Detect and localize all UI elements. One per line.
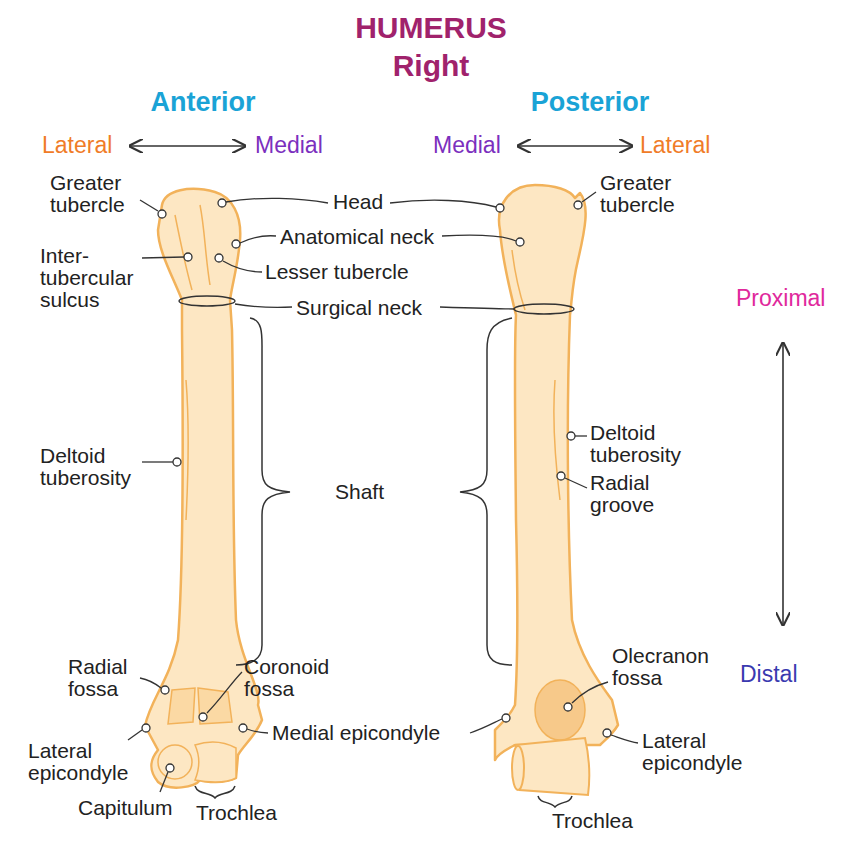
part-label: Lateral epicondyle: [642, 730, 742, 774]
leader-line: [390, 200, 496, 207]
leader-line: [140, 200, 158, 211]
trochlea-bracket: [538, 796, 572, 807]
leader-dot: [557, 472, 565, 480]
part-label: Greater tubercle: [50, 172, 125, 216]
leader-dot: [516, 238, 524, 246]
leader-dot: [161, 686, 169, 694]
direction-label: Proximal: [736, 286, 825, 310]
leader-line: [247, 729, 268, 733]
part-label: Medial epicondyle: [272, 722, 440, 744]
capitulum-shape: [158, 745, 192, 779]
part-label: Lesser tubercle: [265, 261, 409, 283]
leader-dot: [184, 253, 192, 261]
leader-line: [440, 307, 514, 309]
leader-line: [575, 435, 587, 436]
part-label: Capitulum: [78, 797, 173, 819]
shaft-brace: [236, 318, 290, 665]
leader-line: [565, 478, 587, 488]
leader-dots: [142, 199, 611, 772]
leader-line: [582, 192, 596, 202]
direction-arrow: [130, 145, 245, 147]
part-label: Deltoid tuberosity: [40, 445, 131, 489]
part-label: Shaft: [335, 481, 384, 503]
direction-label: Lateral: [640, 133, 710, 157]
direction-arrow: [518, 145, 632, 147]
leader-line: [223, 261, 262, 272]
part-label: Inter- tubercular sulcus: [40, 245, 133, 311]
leader-line: [442, 235, 516, 241]
part-label: Radial fossa: [68, 656, 128, 700]
leader-line: [611, 735, 638, 743]
leader-dot: [158, 210, 166, 218]
part-label: Radial groove: [590, 472, 654, 516]
leader-line: [240, 236, 276, 243]
direction-label: Distal: [740, 662, 798, 686]
leader-line: [160, 772, 168, 792]
part-label: Lateral epicondyle: [28, 740, 128, 784]
radial-fossa-shape: [168, 688, 195, 724]
part-label: Greater tubercle: [600, 172, 675, 216]
direction-arrow: [782, 343, 784, 625]
leader-line: [572, 682, 608, 703]
leader-dot: [218, 199, 226, 207]
trochlea-shape: [195, 742, 236, 782]
leader-dot: [239, 724, 247, 732]
leader-dot: [502, 714, 510, 722]
leader-dot: [199, 713, 207, 721]
leader-lines: [128, 192, 638, 792]
part-label: Olecranon fossa: [612, 645, 709, 689]
leader-line: [140, 678, 161, 688]
leader-dot: [603, 729, 611, 737]
part-label: Trochlea: [552, 810, 633, 832]
part-label: Anatomical neck: [280, 226, 434, 248]
surgical-neck-ring: [179, 296, 235, 306]
view-heading: Posterior: [531, 88, 650, 116]
direction-label: Medial: [255, 133, 323, 157]
shaft-brace: [460, 318, 512, 665]
part-label: Coronoid fossa: [244, 656, 329, 700]
leader-dot: [574, 201, 582, 209]
part-label: Head: [333, 191, 383, 213]
bone-detail: [175, 205, 210, 520]
trochlea-end: [512, 746, 524, 790]
leader-line: [470, 719, 502, 733]
leader-dot: [567, 432, 575, 440]
view-heading: Anterior: [150, 88, 255, 116]
leader-dot: [166, 764, 174, 772]
leader-dot: [564, 703, 572, 711]
leader-line: [226, 198, 328, 203]
trochlea-shape: [515, 738, 589, 795]
surgical-neck-ring: [514, 304, 574, 314]
trochlea-bracket: [195, 786, 235, 798]
leader-dot: [173, 458, 181, 466]
part-label: Trochlea: [196, 802, 277, 824]
leader-line: [128, 730, 142, 740]
part-label: Deltoid tuberosity: [590, 422, 681, 466]
direction-label: Medial: [433, 133, 501, 157]
coronoid-fossa-shape: [198, 688, 232, 724]
leader-dot: [142, 724, 150, 732]
diagram-title: HUMERUS: [355, 12, 507, 44]
leader-line: [207, 672, 242, 713]
leader-line: [235, 304, 292, 308]
olecranon-fossa-shape: [535, 680, 585, 740]
leader-dot: [215, 254, 223, 262]
direction-label: Lateral: [42, 133, 112, 157]
leader-dot: [496, 204, 504, 212]
leader-line: [142, 461, 173, 462]
part-label: Surgical neck: [296, 297, 422, 319]
side-label: Right: [393, 50, 470, 82]
leader-dot: [232, 240, 240, 248]
bone-detail: [512, 250, 560, 500]
leader-line: [142, 257, 184, 258]
